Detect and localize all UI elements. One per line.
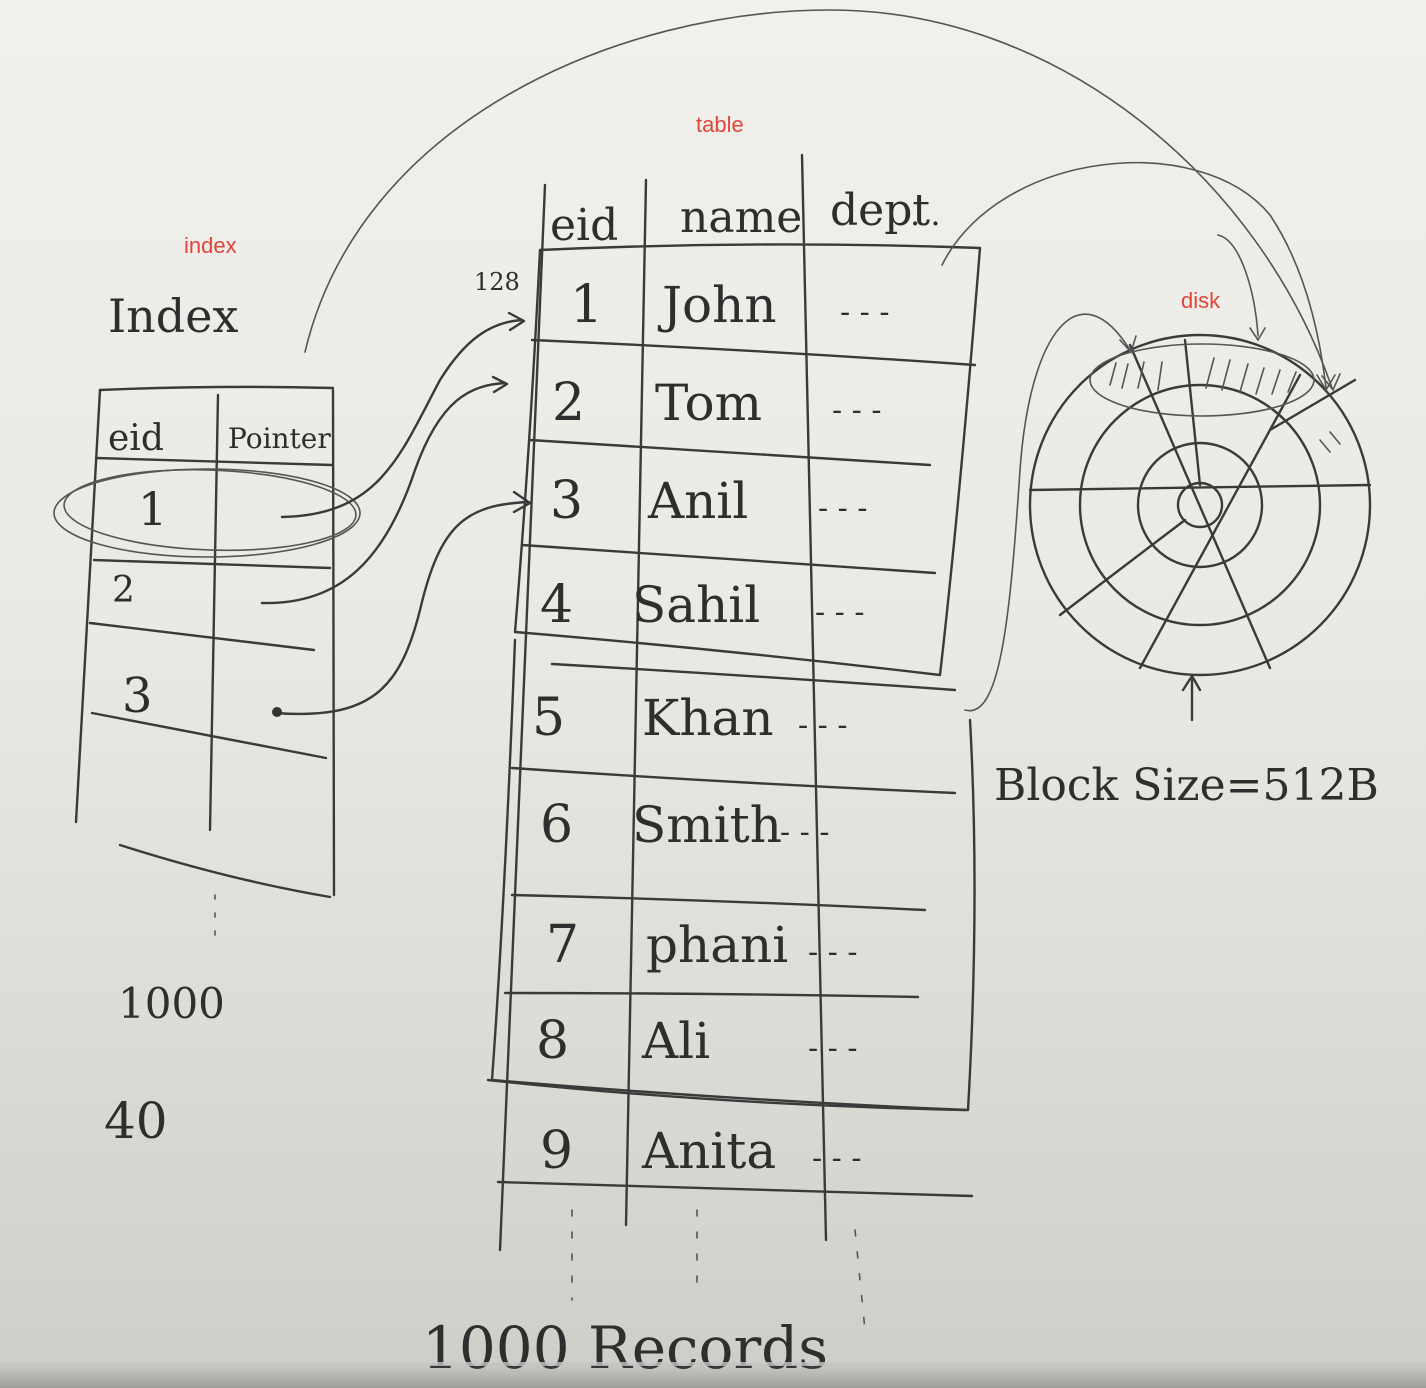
table-cell-eid: 2 (552, 373, 585, 433)
index-row-eid: 3 (122, 668, 153, 724)
table-header-eid: eid (550, 200, 618, 251)
table-to-disk-arrow-3 (1217, 234, 1259, 337)
table-rows: 1 John - - - 2 Tom - - - 3 Anil - - - 4 Sahil - - -… (532, 275, 889, 1181)
table-cell-eid: 4 (540, 575, 573, 635)
table-cell-name: Ali (641, 1012, 710, 1070)
table-cell-name: Sahil (632, 576, 760, 634)
table-cell-dept: - - - (812, 1141, 861, 1176)
table-cell-name: Anil (647, 472, 748, 530)
table-cell-eid: 8 (536, 1011, 569, 1071)
table-cell-dept: - - - (808, 935, 857, 970)
table-cell-eid: 6 (540, 795, 573, 855)
svg-text:. .: . . (910, 195, 941, 233)
table-cell-name: Khan (642, 689, 774, 747)
table-cell-dept: - - - (815, 595, 864, 630)
table-cell-eid: 1 (570, 275, 603, 335)
index-header-eid: eid (108, 418, 164, 459)
pointer-arrow-2 (260, 381, 507, 605)
table-cell-name: Anita (641, 1122, 776, 1180)
index-extra-number: 40 (104, 1092, 168, 1150)
block-size-label: Block Size=512B (994, 760, 1379, 811)
table-to-disk-arrow-1 (941, 161, 1327, 389)
index-total: 1000 (118, 979, 225, 1028)
annotation-disk: disk (1181, 288, 1221, 313)
index-title: Index (108, 289, 238, 343)
table-cell-dept: - - - (780, 815, 829, 850)
table-cell-name: Smith (632, 796, 782, 854)
table-cell-name: John (657, 276, 777, 334)
table-cell-eid: 5 (532, 688, 565, 748)
index-row-highlight (53, 468, 361, 558)
index-row-eid: 2 (112, 570, 135, 611)
table-cell-eid: 3 (550, 471, 583, 531)
annotation-index: index (184, 233, 237, 258)
index-row-eid: 1 (138, 482, 167, 536)
table-cell-eid: 7 (546, 915, 579, 975)
disk-platter (1028, 333, 1372, 677)
pointer-dot (272, 707, 282, 717)
block-address: 128 (474, 268, 520, 296)
index-to-disk-arc (304, 9, 1333, 389)
table-cell-dept: - - - (840, 295, 889, 330)
table-header-dept: dept (830, 185, 930, 236)
table-cell-name: phani (646, 916, 788, 974)
table-cell-dept: - - - (832, 393, 881, 428)
index-grid (74, 385, 336, 899)
dept-continuation-dots (854, 1229, 866, 1331)
index-header-pointer: Pointer (228, 422, 331, 455)
table-cell-eid: 9 (540, 1121, 573, 1181)
table-cell-name: Tom (655, 374, 762, 432)
video-controls-shade (0, 1362, 1426, 1388)
table-to-disk-arrow-2 (964, 313, 1131, 712)
pointer-arrow-1 (280, 318, 524, 519)
table-grid (486, 153, 982, 1252)
table-header-name: name (680, 192, 802, 243)
table-cell-dept: - - - (808, 1031, 857, 1066)
table-cell-dept: - - - (818, 491, 867, 526)
annotation-table: table (696, 112, 744, 137)
table-cell-dept: - - - (798, 708, 847, 743)
pointer-arrow-3 (273, 500, 530, 716)
